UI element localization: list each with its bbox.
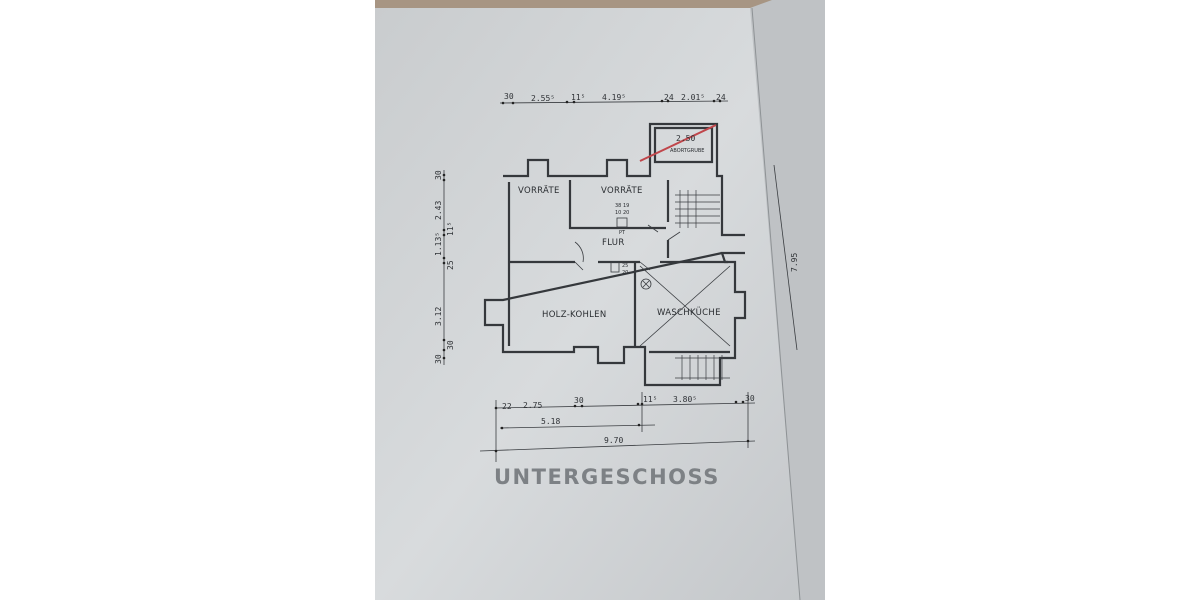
red-strike-mark (639, 124, 717, 162)
dim-bottom-total: 9.70 (604, 436, 623, 445)
room-label-holz-kohlen: HOLZ-KOHLEN (542, 310, 607, 320)
dim-top-6: 24 (716, 93, 726, 102)
dim-left-3: 1.13⁵ (434, 232, 443, 256)
room-label-waschkueche: WASCHKÜCHE (657, 307, 721, 318)
dim-left-4: 25 (446, 260, 455, 270)
dim-left-2: 11⁵ (446, 222, 455, 236)
dim-left-0: 30 (434, 170, 443, 180)
dim-top-1: 2.55⁵ (531, 94, 555, 103)
abortgrube-size: 2.50 (676, 134, 695, 143)
dim-bottom-5: 30 (745, 394, 755, 403)
book-edge (375, 0, 825, 8)
dim-left-6: 30 (446, 340, 455, 350)
room-label-flur: FLUR (602, 238, 625, 248)
chimney-label: 25 (622, 263, 628, 269)
dim-left-5: 3.12 (434, 307, 443, 326)
dim-top-2: 11⁵ (571, 93, 585, 102)
chimney (616, 217, 628, 228)
chimney (610, 261, 620, 273)
room-label-vorraete-1: VORRÄTE (518, 185, 560, 196)
dim-bottom-518: 5.18 (541, 417, 560, 426)
paper-page (375, 0, 825, 600)
chimney-label: PT (619, 230, 626, 236)
room-label-vorraete-2: VORRÄTE (601, 185, 643, 196)
dim-bottom-4: 3.80⁵ (673, 395, 697, 404)
drawing-title: UNTERGESCHOSS (494, 465, 720, 489)
top-dimension-line (499, 99, 729, 105)
walls (483, 122, 747, 387)
room-label-abortgrube: ABORTGRUBE (670, 148, 704, 154)
dim-top-5: 2.01⁵ (681, 93, 705, 102)
stairs (675, 190, 730, 380)
dim-top-3: 4.19⁵ (602, 93, 626, 102)
next-page (750, 0, 825, 600)
dim-top-4: 24 (664, 93, 674, 102)
page-fold (751, 7, 801, 600)
chimney-label: 10 20 (615, 210, 629, 216)
floor-drain-lines (639, 265, 731, 347)
dim-right: 7.95 (790, 253, 799, 272)
bottom-dimension-lines (479, 392, 756, 462)
dim-left-1: 2.43 (434, 201, 443, 220)
right-dimension-line (773, 164, 798, 351)
dimension-ticks (494, 400, 750, 453)
dim-bottom-1: 2.75 (523, 401, 542, 410)
dim-left-7: 30 (434, 354, 443, 364)
dim-bottom-2: 30 (574, 396, 584, 405)
doors (574, 224, 681, 271)
dim-top-0: 30 (504, 92, 514, 101)
chimney-label: 20 (622, 270, 628, 276)
dim-bottom-0: 22 (502, 402, 512, 411)
dim-bottom-3: 11⁵ (643, 395, 657, 404)
chimney-label: 38 19 (615, 203, 629, 209)
left-dimension-line (442, 170, 446, 365)
